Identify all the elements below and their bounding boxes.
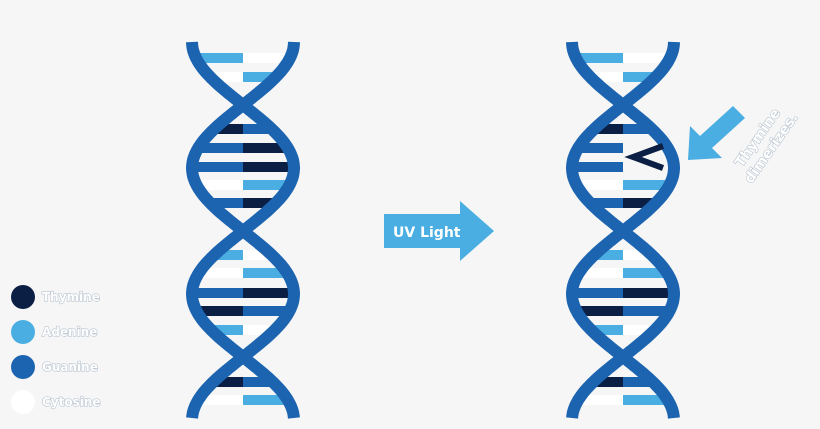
base-thymine — [623, 288, 672, 298]
base-cytosine — [623, 325, 653, 335]
base-guanine — [194, 288, 243, 298]
base-adenine — [623, 395, 666, 405]
legend-label-guanine: Guanine — [42, 360, 98, 374]
base-guanine — [623, 377, 651, 387]
legend-swatch-cytosine — [11, 390, 35, 414]
base-guanine — [580, 143, 623, 153]
thymine-dimer-bond — [624, 143, 665, 171]
base-thymine — [596, 124, 623, 134]
base-adenine — [216, 250, 243, 260]
base-adenine — [623, 72, 654, 82]
dna-helix-after — [565, 41, 681, 419]
base-guanine — [212, 198, 243, 208]
base-guanine — [194, 162, 243, 172]
base-guanine — [243, 306, 288, 316]
base-guanine — [592, 198, 623, 208]
base-guanine — [243, 377, 271, 387]
legend-swatch-adenine — [11, 320, 35, 344]
base-adenine — [213, 325, 243, 335]
base-thymine — [243, 288, 292, 298]
base-adenine — [243, 268, 286, 278]
dna-helix-before — [185, 41, 301, 419]
base-cytosine — [243, 250, 270, 260]
thymine-dimer-pointer: Thymine dimerizes. — [688, 105, 802, 187]
base-cytosine — [623, 53, 668, 63]
uv-light-label: UV Light — [393, 225, 461, 241]
legend-label-thymine: Thymine — [42, 290, 100, 304]
base-guanine — [574, 162, 623, 172]
uv-light-arrow: UV Light — [384, 201, 494, 261]
pointer-arrow-icon — [688, 106, 745, 160]
base-thymine — [595, 377, 623, 387]
legend-swatch-guanine — [11, 355, 35, 379]
base-cytosine — [580, 395, 623, 405]
base-thymine — [215, 377, 243, 387]
base-cytosine — [200, 268, 243, 278]
base-thymine — [243, 162, 292, 172]
base-thymine — [198, 306, 243, 316]
base-guanine — [200, 143, 243, 153]
base-adenine — [243, 180, 288, 190]
base-adenine — [243, 72, 274, 82]
base-guanine — [243, 124, 270, 134]
base-adenine — [596, 250, 623, 260]
base-cytosine — [200, 395, 243, 405]
legend: Thymine Adenine Guanine Cytosine — [11, 285, 101, 414]
base-cytosine — [243, 53, 288, 63]
base-cytosine — [623, 250, 650, 260]
base-adenine — [623, 180, 668, 190]
base-guanine — [623, 124, 650, 134]
base-adenine — [243, 395, 286, 405]
base-cytosine — [578, 180, 623, 190]
base-guanine — [574, 288, 623, 298]
base-cytosine — [198, 180, 243, 190]
base-thymine — [216, 124, 243, 134]
legend-label-cytosine: Cytosine — [42, 395, 101, 409]
base-thymine — [243, 143, 286, 153]
dna-backbone-strand — [565, 41, 681, 419]
base-adenine — [578, 53, 623, 63]
base-adenine — [593, 325, 623, 335]
legend-swatch-thymine — [11, 285, 35, 309]
base-thymine — [243, 198, 274, 208]
base-adenine — [623, 268, 666, 278]
base-guanine — [623, 306, 668, 316]
base-thymine — [578, 306, 623, 316]
base-cytosine — [592, 72, 623, 82]
legend-label-adenine: Adenine — [42, 325, 97, 339]
base-thymine — [623, 198, 654, 208]
dna-backbone-strand — [185, 41, 301, 419]
base-cytosine — [243, 325, 273, 335]
base-adenine — [198, 53, 243, 63]
uv-arrow-shape — [384, 201, 494, 261]
base-cytosine — [580, 268, 623, 278]
base-cytosine — [212, 72, 243, 82]
